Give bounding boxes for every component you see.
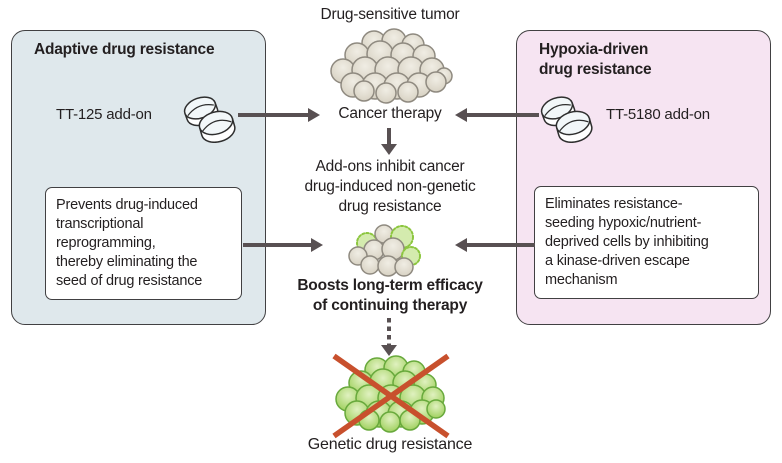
adaptive-panel-title: Adaptive drug resistance xyxy=(34,41,215,58)
arrow-dashed-to-genetic-resistance xyxy=(381,318,397,358)
adaptive-resistance-panel: Adaptive drug resistance TT-125 add-on P… xyxy=(11,30,266,325)
adaptive-mechanism-note: Prevents drug-induced transcriptional re… xyxy=(45,187,242,300)
tt5180-addon-label: TT-5180 add-on xyxy=(606,106,710,123)
genetic-resistance-label: Genetic drug resistance xyxy=(307,436,473,453)
partially-resistant-tumor-illustration xyxy=(348,224,421,277)
arrow-adaptive-note-to-tumor xyxy=(243,238,323,252)
genetic-resistant-tumor-crossed-out-illustration xyxy=(332,353,450,439)
arrow-adaptive-to-therapy xyxy=(238,108,320,122)
cancer-therapy-label: Cancer therapy xyxy=(338,105,442,122)
addons-inhibit-text: Add-ons inhibit cancer drug-induced non-… xyxy=(304,158,476,215)
hypoxia-mechanism-note: Eliminates resistance- seeding hypoxic/n… xyxy=(534,186,759,299)
arrow-hypoxia-note-to-tumor xyxy=(455,238,535,252)
pills-icon xyxy=(540,96,593,143)
hypoxia-panel-title: Hypoxia-driven drug resistance xyxy=(539,41,652,78)
boosts-efficacy-text: Boosts long-term efficacy of continuing … xyxy=(297,277,483,314)
tt125-addon-label: TT-125 add-on xyxy=(56,106,152,123)
arrow-hypoxia-to-therapy xyxy=(455,108,539,122)
drug-sensitive-tumor-illustration xyxy=(330,28,453,104)
hypoxia-resistance-panel: Hypoxia-driven drug resistance TT-5180 a… xyxy=(516,30,771,325)
drug-sensitive-tumor-label: Drug-sensitive tumor xyxy=(320,6,460,23)
red-cross-icon xyxy=(332,353,450,439)
arrow-therapy-down xyxy=(381,128,397,155)
pills-icon xyxy=(183,96,236,143)
